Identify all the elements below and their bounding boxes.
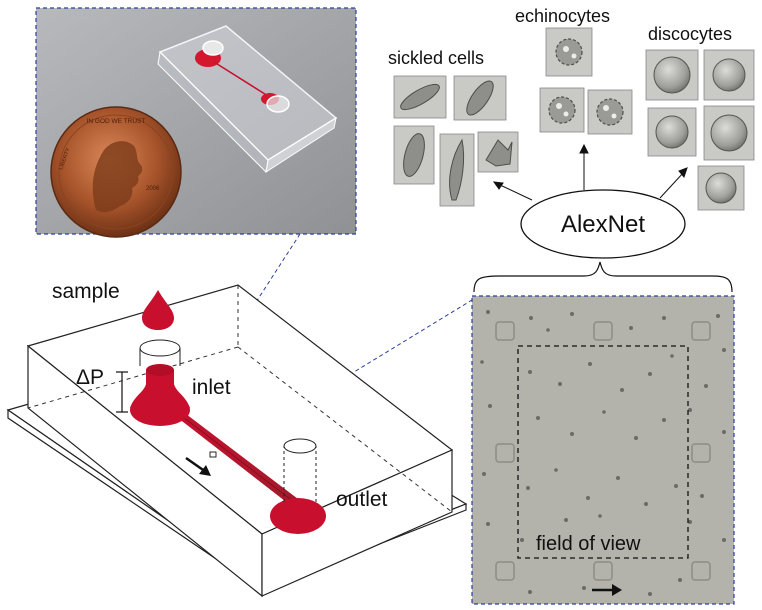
alexnet-label: AlexNet	[561, 211, 645, 238]
echinocyte-tile	[539, 87, 585, 133]
echinocyte-tiles	[539, 27, 633, 135]
sickled-cell-tile	[477, 131, 519, 173]
blood-drop-icon	[142, 290, 174, 330]
delta-p-label: ΔP	[76, 366, 104, 389]
echinocyte-tile	[545, 27, 593, 77]
echinocytes-label: echinocytes	[515, 6, 610, 26]
arrow-right-icon	[185, 456, 211, 476]
device-photo: IN GOD WE TRUST LIBERTY 2006	[35, 7, 357, 238]
echinocyte-tile	[587, 89, 633, 135]
class-arrows	[492, 143, 688, 201]
sickled-cells-label: sickled cells	[388, 48, 484, 68]
inlet-reservoir	[130, 339, 190, 426]
discocyte-tiles	[645, 49, 755, 211]
sickled-cell-tile	[439, 133, 475, 207]
alexnet-brace	[473, 261, 733, 293]
sickled-cell-tile	[393, 75, 447, 119]
field-of-view-box	[517, 345, 689, 559]
arrow-right-icon	[592, 584, 622, 596]
sample-label: sample	[52, 280, 120, 303]
coin-motto: IN GOD WE TRUST	[87, 118, 146, 125]
discocytes-label: discocytes	[648, 24, 732, 44]
discocyte-tile	[697, 165, 745, 211]
field-of-view-label: field of view	[536, 533, 641, 555]
sickled-cell-tiles	[393, 75, 519, 207]
pdms-side	[261, 449, 453, 597]
discocyte-tile	[703, 105, 755, 161]
discocyte-tile	[645, 49, 699, 101]
coin-year: 2006	[146, 186, 160, 192]
device-schematic	[6, 284, 468, 598]
sickled-cell-tile	[393, 125, 435, 185]
outlet-reservoir	[270, 438, 326, 534]
outlet-label: outlet	[336, 488, 388, 511]
discocyte-tile	[703, 49, 755, 101]
microscope-field-image	[471, 295, 735, 605]
pressure-bracket	[116, 371, 128, 413]
inlet-label: inlet	[192, 376, 231, 399]
penny-coin: IN GOD WE TRUST LIBERTY 2006	[50, 106, 182, 238]
alexnet-node	[520, 189, 686, 259]
sickled-cell-tile	[453, 75, 507, 121]
discocyte-tile	[647, 107, 697, 157]
chip-photo	[157, 25, 338, 174]
